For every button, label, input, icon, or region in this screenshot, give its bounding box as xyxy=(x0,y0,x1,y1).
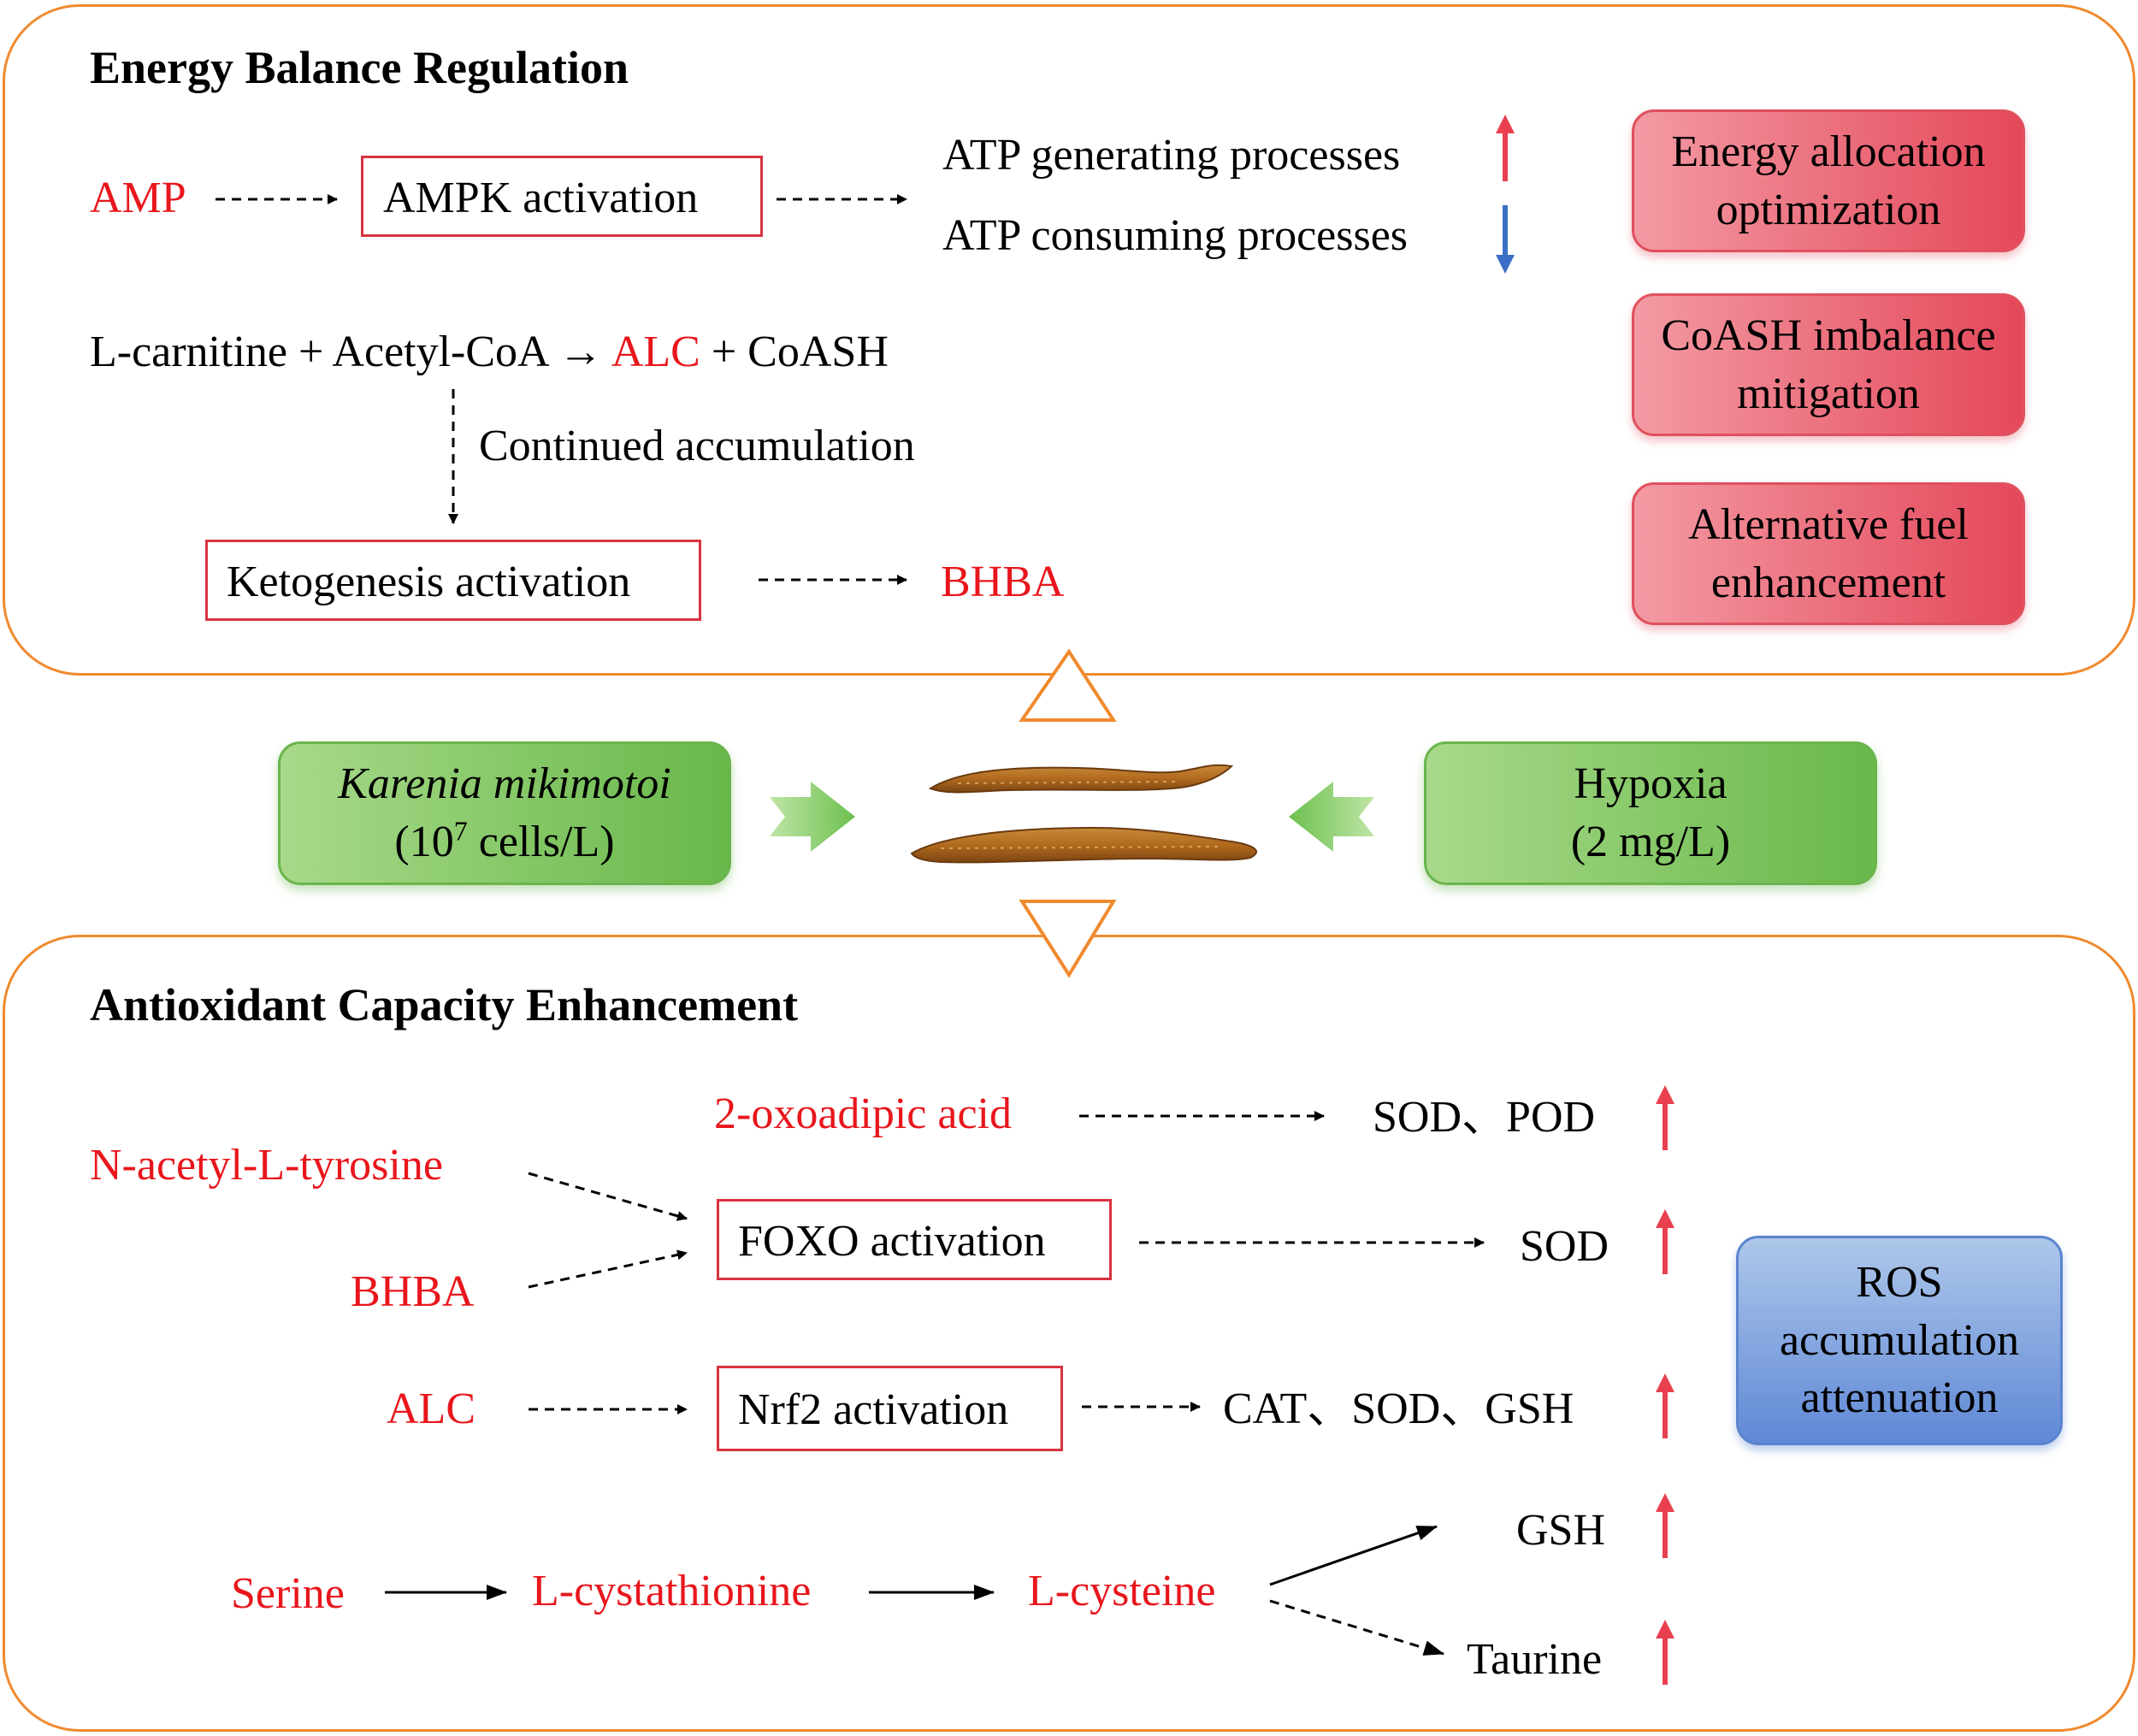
hypoxia-name: Hypoxia xyxy=(1574,759,1728,809)
energy-panel-title: Energy Balance Regulation xyxy=(90,42,629,93)
hypoxia-concentration: (2 mg/L) xyxy=(1570,818,1731,866)
ros-line: ROS xyxy=(1856,1258,1943,1308)
up-arrow-icon xyxy=(1656,1085,1674,1150)
worm-icon xyxy=(910,764,1257,864)
serine-label: Serine xyxy=(231,1569,345,1618)
equation-left: L-carnitine + Acetyl-CoA → xyxy=(90,328,611,376)
karenia-concentration: (107 cells/L) xyxy=(394,813,614,871)
arrow-bhba-to-foxo xyxy=(528,1249,688,1289)
stressor-karenia: Karenia mikimotoi (107 cells/L) xyxy=(278,741,731,885)
gsh-label: GSH xyxy=(1516,1506,1606,1555)
atp-consuming-label: ATP consuming processes xyxy=(942,211,1409,260)
ros-attenuation-box: ROS accumulation attenuation xyxy=(1736,1236,2063,1445)
ampk-activation-box xyxy=(361,156,763,237)
ampk-activation-label: AMPK activation xyxy=(383,174,699,222)
oxoadipic-label: 2-oxoadipic acid xyxy=(714,1089,1012,1138)
alc-antioxidant-label: ALC xyxy=(387,1385,475,1433)
arrow-cysteine-to-taurine xyxy=(1269,1599,1444,1656)
continued-accumulation-label: Continued accumulation xyxy=(479,422,915,470)
triangle-down-icon xyxy=(1019,900,1117,978)
karenia-conc-exponent: 7 xyxy=(453,815,468,847)
outcome-alternative-fuel: Alternative fuel enhancement xyxy=(1632,482,2025,625)
up-arrow-icon xyxy=(1656,1620,1674,1685)
karenia-conc-pre: (10 xyxy=(394,818,454,866)
foxo-activation-label: FOXO activation xyxy=(738,1217,1046,1266)
cysteine-label: L-cysteine xyxy=(1028,1567,1216,1615)
n-acetyl-tyrosine-label: N-acetyl-L-tyrosine xyxy=(90,1141,443,1190)
cat-sod-gsh-label: CAT、SOD、GSH xyxy=(1223,1385,1574,1433)
triangle-up-icon xyxy=(1019,648,1117,722)
outcome-line: Energy allocation xyxy=(1671,127,1986,176)
arrow-cysteine-to-gsh xyxy=(1269,1525,1438,1586)
nrf2-activation-label: Nrf2 activation xyxy=(738,1385,1009,1434)
up-arrow-icon xyxy=(1496,115,1515,181)
ros-line: accumulation xyxy=(1779,1315,2020,1365)
green-arrow-right-icon xyxy=(770,782,855,852)
karenia-conc-post: cells/L) xyxy=(467,818,615,866)
cystathionine-label: L-cystathionine xyxy=(532,1567,812,1615)
up-arrow-icon xyxy=(1656,1209,1674,1274)
up-arrow-icon xyxy=(1656,1493,1674,1558)
outcome-line: enhancement xyxy=(1710,558,1946,607)
carnitine-equation: L-carnitine + Acetyl-CoA → ALC + CoASH xyxy=(90,330,889,375)
sod-label: SOD xyxy=(1520,1222,1609,1271)
down-arrow-icon xyxy=(1496,205,1515,274)
ketogenesis-activation-box xyxy=(205,540,701,621)
equation-right: + CoASH xyxy=(700,328,889,376)
outcome-line: CoASH imbalance xyxy=(1661,310,1996,360)
atp-generating-label: ATP generating processes xyxy=(942,131,1401,180)
ketogenesis-activation-label: Ketogenesis activation xyxy=(227,558,631,606)
amp-label: AMP xyxy=(90,174,186,222)
up-arrow-icon xyxy=(1656,1373,1674,1438)
karenia-name: Karenia mikimotoi xyxy=(338,759,671,809)
ros-line: attenuation xyxy=(1800,1373,1999,1423)
taurine-label: Taurine xyxy=(1467,1635,1603,1684)
outcome-line: optimization xyxy=(1716,185,1941,234)
sod-pod-label: SOD、POD xyxy=(1373,1093,1596,1142)
green-arrow-left-icon xyxy=(1289,782,1374,852)
bhba-energy-label: BHBA xyxy=(941,558,1065,606)
arrow-nacetyl-to-foxo xyxy=(528,1172,688,1221)
bhba-antioxidant-label: BHBA xyxy=(351,1267,475,1316)
antioxidant-panel-title: Antioxidant Capacity Enhancement xyxy=(90,979,799,1030)
outcome-line: mitigation xyxy=(1737,369,1920,418)
outcome-line: Alternative fuel xyxy=(1688,499,1969,549)
outcome-coash-imbalance: CoASH imbalance mitigation xyxy=(1632,293,2025,436)
stressor-hypoxia: Hypoxia (2 mg/L) xyxy=(1424,741,1877,885)
foxo-activation-box xyxy=(717,1199,1112,1280)
nrf2-activation-box xyxy=(717,1366,1063,1451)
equation-alc: ALC xyxy=(611,328,700,376)
outcome-energy-allocation: Energy allocation optimization xyxy=(1632,109,2025,252)
